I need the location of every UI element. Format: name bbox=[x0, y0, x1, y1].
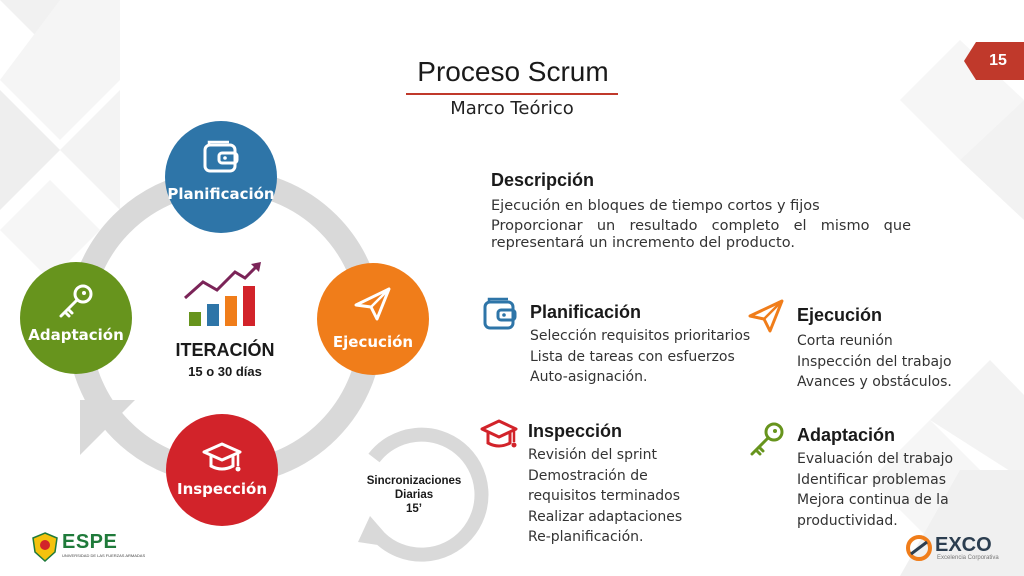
list-item: Avances y obstáculos. bbox=[797, 374, 952, 390]
section-heading-adaptacion: Adaptación bbox=[797, 425, 896, 445]
description-line-2: Proporcionar un resultado completo el mi… bbox=[491, 218, 911, 251]
sync-line-1: Sincronizaciones bbox=[366, 475, 462, 487]
espe-logo: ESPE UNIVERSIDAD DE LAS FUERZAS ARMADAS bbox=[32, 530, 146, 564]
iteration-title: ITERACIÓN bbox=[175, 340, 275, 360]
cycle-node-planificacion: Planificación bbox=[165, 121, 277, 233]
cycle-node-adaptacion: Adaptación bbox=[20, 262, 132, 374]
bar-chart-trend-icon bbox=[184, 262, 261, 326]
cycle-label-ejecucion: Ejecución bbox=[332, 333, 414, 351]
description-heading: Descripción bbox=[491, 170, 595, 190]
espe-shield-icon bbox=[32, 532, 58, 562]
list-item: Selección requisitos prioritarios bbox=[530, 328, 751, 344]
cycle-node-inspeccion: Inspección bbox=[166, 414, 278, 526]
section-list-inspeccion: Revisión del sprint Demostración de requ… bbox=[528, 445, 682, 548]
section-heading-planificacion: Planificación bbox=[530, 302, 642, 322]
slide-subtitle: Marco Teórico bbox=[450, 98, 574, 119]
title-underline bbox=[406, 93, 618, 95]
list-item: Auto-asignación. bbox=[530, 369, 648, 385]
paper-plane-icon bbox=[748, 299, 784, 333]
wallet-icon bbox=[483, 297, 517, 330]
list-item: Re-planificación. bbox=[528, 529, 644, 545]
slide-title: Proceso Scrum bbox=[417, 56, 609, 87]
list-item: Evaluación del trabajo bbox=[797, 451, 954, 467]
key-icon bbox=[59, 284, 93, 318]
exco-logo: EXCO Excelencia Corporativa bbox=[905, 532, 1001, 564]
list-item: Revisión del sprint bbox=[528, 447, 657, 463]
graduation-cap-icon bbox=[202, 442, 242, 472]
wallet-icon bbox=[203, 140, 239, 173]
iteration-duration: 15 o 30 días bbox=[188, 364, 262, 379]
graduation-cap-icon bbox=[480, 419, 518, 448]
espe-logo-name: ESPE bbox=[62, 531, 118, 553]
list-item: productividad. bbox=[797, 512, 898, 529]
section-list-planificacion: Selección requisitos prioritarios Lista … bbox=[530, 326, 750, 388]
sync-line-3: 15’ bbox=[406, 503, 422, 515]
list-item: requisitos terminados bbox=[528, 488, 681, 504]
cycle-label-planificacion: Planificación bbox=[167, 185, 275, 203]
cycle-label-adaptacion: Adaptación bbox=[28, 326, 124, 344]
list-item: Mejora continua de la bbox=[797, 492, 949, 508]
exco-logo-name: EXCO bbox=[935, 534, 992, 556]
exco-logo-tagline: Excelencia Corporativa bbox=[937, 555, 999, 561]
exco-swirl-icon bbox=[906, 535, 932, 561]
cycle-node-ejecucion: Ejecución bbox=[317, 263, 429, 375]
description-line-1: Ejecución en bloques de tiempo cortos y … bbox=[491, 198, 820, 214]
section-heading-inspeccion: Inspección bbox=[528, 421, 623, 441]
sync-cycle-arrow bbox=[358, 427, 489, 562]
list-item: Realizar adaptaciones bbox=[528, 508, 683, 525]
list-item: Demostración de bbox=[528, 467, 648, 484]
sync-line-2: Diarias bbox=[394, 489, 434, 501]
slide-number: 15 bbox=[989, 52, 1007, 69]
list-item: Identificar problemas bbox=[797, 471, 946, 488]
key-icon bbox=[750, 422, 784, 456]
paper-plane-icon bbox=[354, 287, 391, 321]
espe-logo-tagline: UNIVERSIDAD DE LAS FUERZAS ARMADAS bbox=[62, 553, 146, 558]
list-item: Lista de tareas con esfuerzos bbox=[530, 348, 735, 365]
list-item: Corta reunión bbox=[797, 333, 893, 349]
cycle-label-inspeccion: Inspección bbox=[176, 480, 267, 498]
section-heading-ejecucion: Ejecución bbox=[797, 305, 883, 325]
section-list-adaptacion: Evaluación del trabajo Identificar probl… bbox=[797, 449, 953, 531]
slide-number-badge: 15 bbox=[964, 42, 1024, 80]
list-item: Inspección del trabajo bbox=[797, 353, 952, 370]
section-list-ejecucion: Corta reunión Inspección del trabajo Ava… bbox=[797, 331, 952, 393]
daily-sync-label: Sincronizaciones Diarias 15’ bbox=[355, 474, 473, 516]
